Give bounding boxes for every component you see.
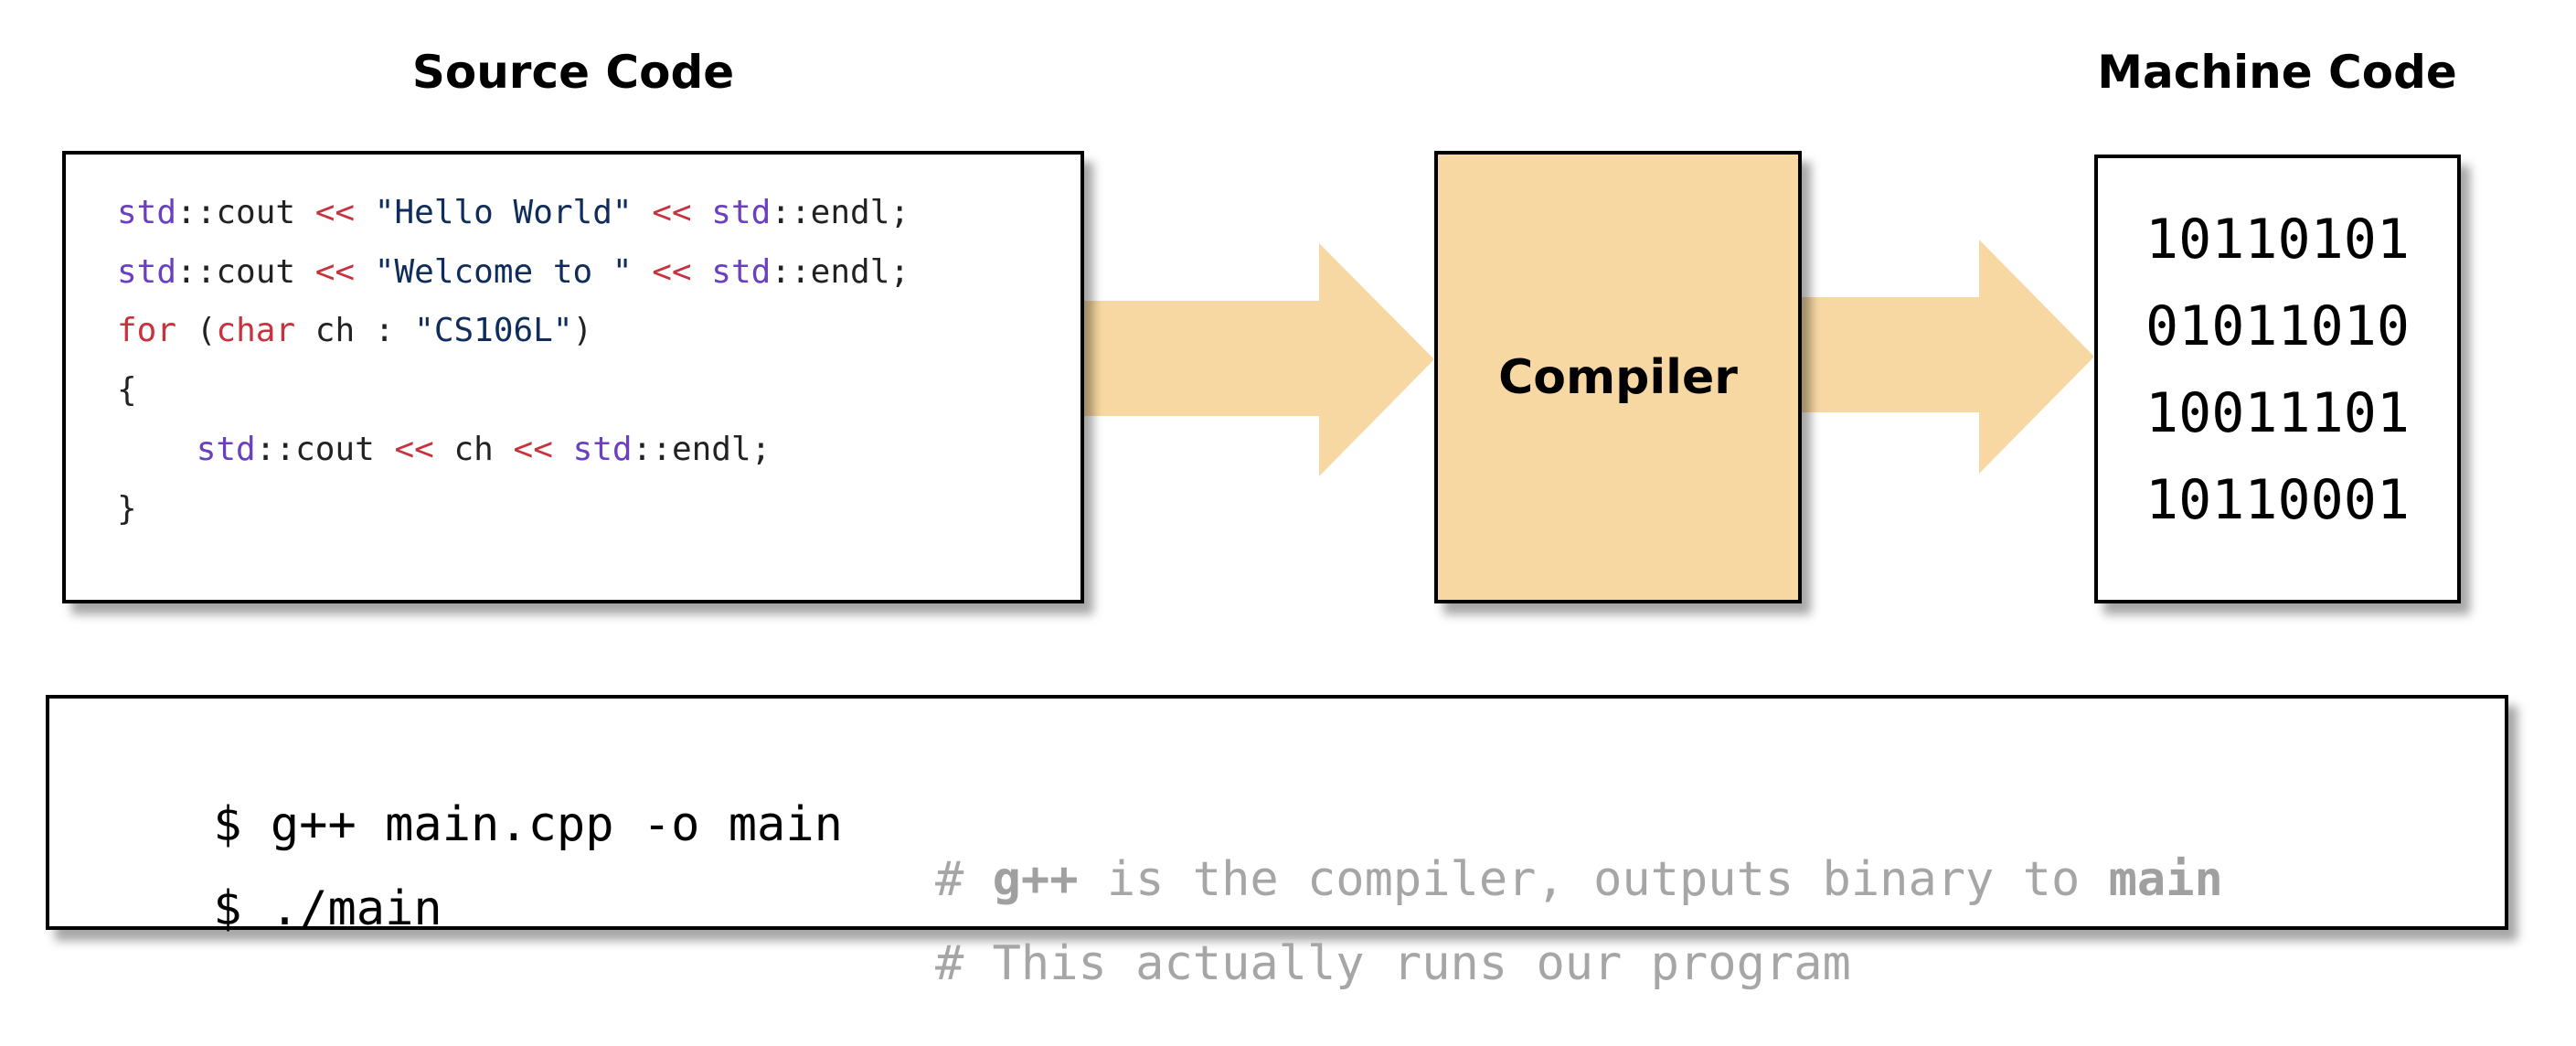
code-token: <<	[652, 194, 692, 231]
code-token: std	[711, 252, 772, 291]
source-code: std::cout << "Hello World" << std::endl;…	[117, 184, 910, 539]
code-token	[633, 253, 653, 291]
code-token: ::endl;	[771, 194, 910, 231]
code-token: )	[572, 312, 593, 350]
terminal-comment: # This actually runs our program	[935, 936, 1851, 991]
code-line: }	[117, 480, 910, 539]
binary-line: 10110001	[2145, 468, 2410, 532]
code-token: {	[117, 371, 137, 410]
binary-line: 10011101	[2145, 381, 2410, 445]
code-token: std	[117, 252, 177, 291]
arrow-source-to-compiler	[1084, 243, 1434, 476]
arrow-compiler-to-machine	[1802, 240, 2094, 474]
comment-part: main	[2108, 852, 2223, 907]
terminal-command: $ ./main	[213, 881, 442, 936]
compiler-label: Compiler	[1498, 349, 1738, 405]
terminal-comment: # g++ is the compiler, outputs binary to…	[935, 852, 2223, 907]
source-code-box: std::cout << "Hello World" << std::endl;…	[62, 151, 1084, 603]
code-token: <<	[314, 252, 356, 291]
code-token	[692, 253, 712, 291]
code-token: std	[117, 194, 177, 231]
code-token: for	[117, 312, 177, 350]
arrows	[1084, 240, 2094, 476]
terminal-command: $ g++ main.cpp -o main	[213, 797, 843, 852]
code-line: std::cout << ch << std::endl;	[117, 421, 910, 480]
code-line: for (char ch : "CS106L")	[117, 302, 910, 361]
code-token	[633, 194, 653, 231]
code-token: std	[711, 194, 772, 231]
code-token: char	[216, 312, 296, 350]
code-token: ::endl;	[771, 252, 910, 291]
code-token: <<	[314, 194, 356, 231]
code-line: std::cout << "Hello World" << std::endl;	[117, 184, 910, 243]
code-token: "CS106L"	[414, 312, 573, 350]
code-token: ch	[433, 430, 514, 468]
binary-line: 10110101	[2145, 208, 2410, 272]
comment-part: g++	[992, 852, 1079, 907]
code-token: }	[117, 489, 137, 528]
binary-line: 01011010	[2145, 294, 2410, 358]
comment-part: #	[935, 852, 993, 907]
machine-code-title: Machine Code	[2097, 46, 2457, 99]
code-token: ::endl;	[632, 430, 772, 468]
code-token: "Hello World"	[374, 194, 633, 231]
code-line: std::cout << "Welcome to " << std::endl;	[117, 243, 910, 303]
code-token	[355, 194, 375, 231]
code-token	[355, 253, 375, 291]
comment-part: is the compiler, outputs binary to	[1078, 852, 2109, 907]
terminal-line: $ g++ main.cpp -o main # g++ is the comp…	[99, 742, 2223, 962]
code-token: std	[572, 430, 633, 468]
machine-code-box: 10110101 01011010 10011101 10110001	[2094, 155, 2461, 603]
code-token: <<	[513, 430, 553, 468]
code-token: std	[196, 430, 256, 468]
code-token	[553, 431, 573, 468]
code-token: ch :	[295, 312, 415, 350]
code-token: <<	[394, 430, 434, 468]
source-code-title: Source Code	[411, 46, 735, 99]
terminal-line: $ ./main # This actually runs our progra…	[99, 827, 1851, 1046]
code-token: ::cout	[176, 194, 315, 231]
code-token: <<	[652, 252, 692, 291]
code-token: ::cout	[176, 252, 315, 291]
terminal-box: $ g++ main.cpp -o main # g++ is the comp…	[46, 695, 2508, 991]
code-token	[692, 194, 712, 231]
code-token: ::cout	[255, 430, 395, 468]
compiler-box: Compiler	[1434, 151, 1802, 603]
comment-part: # This actually runs our program	[935, 936, 1851, 991]
code-token: "Welcome to "	[374, 252, 633, 291]
machine-code: 10110101 01011010 10011101 10110001	[2098, 197, 2457, 544]
code-line: {	[117, 361, 910, 421]
code-token	[117, 431, 197, 468]
code-token: (	[176, 312, 217, 350]
